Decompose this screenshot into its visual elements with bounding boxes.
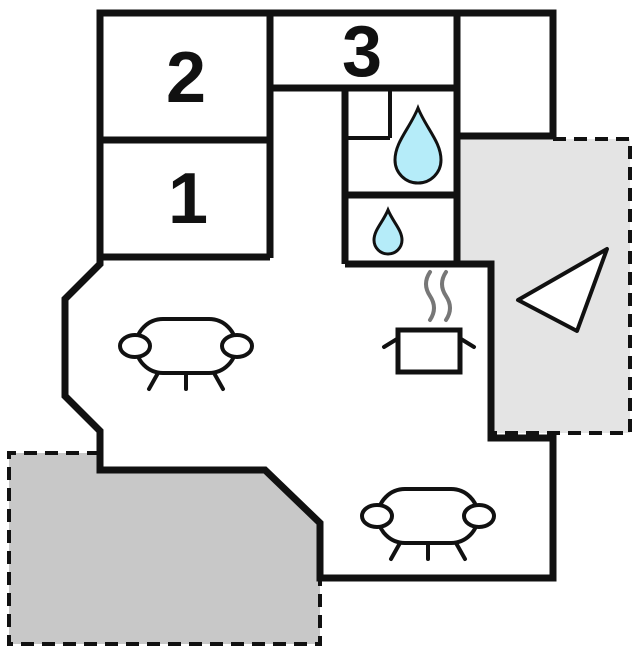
room-3-label: 3 — [342, 12, 382, 92]
waterdrop-large-icon — [393, 103, 443, 185]
terrace-bottom-left — [7, 451, 322, 646]
direction-arrow-icon — [516, 247, 609, 333]
shower-cubicle-partition — [347, 90, 392, 140]
terrace-bottom-left-floor — [9, 453, 320, 644]
interior-walls — [100, 13, 461, 268]
cooking-pot-icon — [382, 327, 476, 375]
terrace-bottom-left-dashed-border — [7, 451, 322, 646]
room-2-label: 2 — [166, 38, 206, 118]
room-1-label: 1 — [168, 159, 208, 239]
steam-icon — [424, 270, 452, 322]
waterdrop-small-icon — [372, 206, 404, 256]
